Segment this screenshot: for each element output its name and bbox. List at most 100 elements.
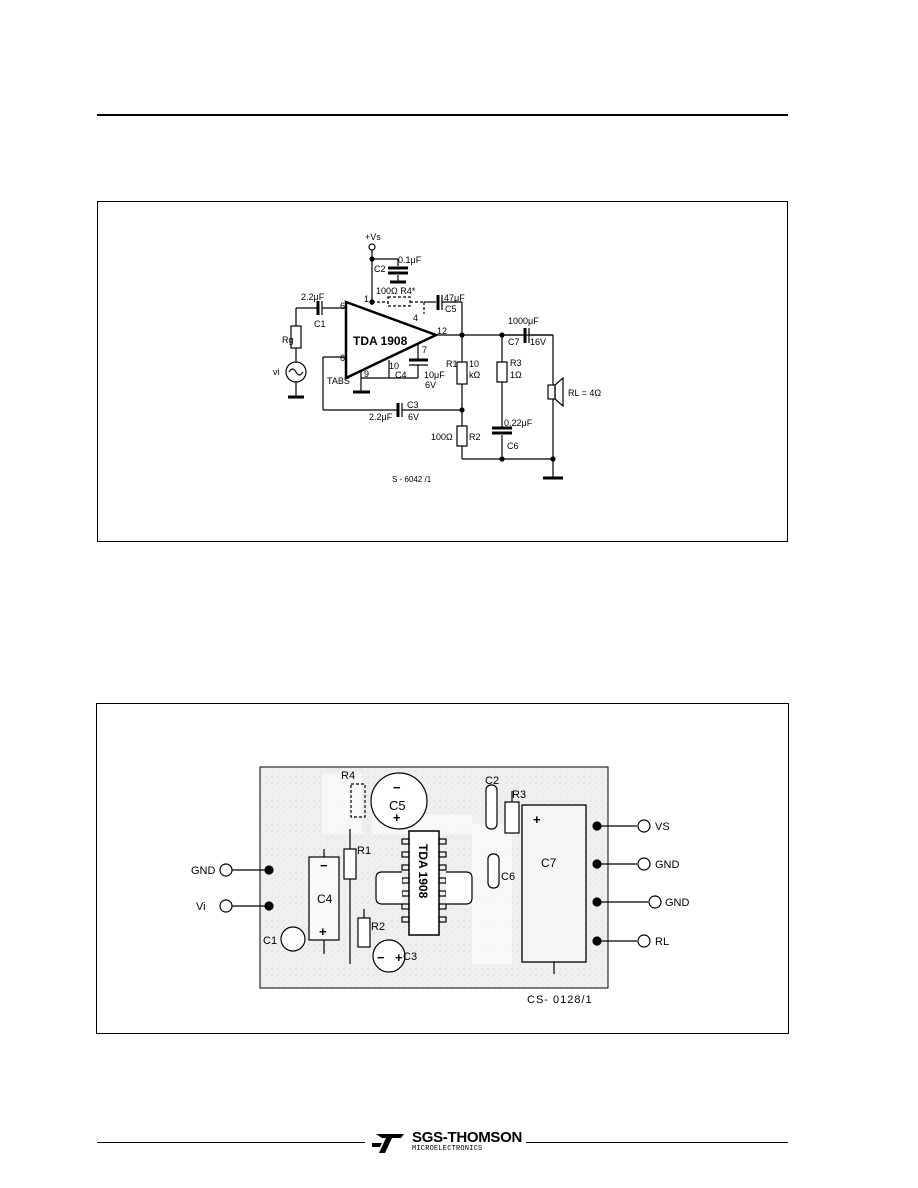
r4-resistor bbox=[387, 296, 411, 307]
pin-6-bottom: 6 bbox=[340, 353, 345, 363]
c1-label: C1 bbox=[263, 935, 277, 947]
c6-capacitor bbox=[487, 853, 500, 889]
pad-gnd-right-1 bbox=[592, 859, 602, 869]
pcb-code: CS- 0128/1 bbox=[527, 994, 593, 1006]
c2-label: C2 bbox=[374, 264, 386, 274]
speaker-body bbox=[547, 384, 556, 400]
r1-label: R1 bbox=[357, 845, 371, 857]
terminal-label-gnd-left: GND bbox=[191, 865, 216, 877]
footer-rule-right bbox=[526, 1142, 788, 1143]
pin-6-top: 6 bbox=[340, 301, 345, 311]
brand-subtitle: MICROELECTRONICS bbox=[412, 1145, 483, 1153]
r3-label: R3 bbox=[512, 789, 526, 801]
tabs-label: TABS bbox=[327, 376, 350, 386]
pin-7: 7 bbox=[422, 345, 427, 355]
pad-vs bbox=[592, 821, 602, 831]
pin-1: 1 bbox=[364, 294, 369, 304]
c3-label: C3 bbox=[407, 400, 419, 410]
c3-label: C3 bbox=[403, 951, 417, 963]
footer-rule-left bbox=[97, 1142, 365, 1143]
ic-tab-right bbox=[446, 871, 473, 905]
c5-label: C5 bbox=[389, 798, 406, 813]
st-logo-icon bbox=[372, 1134, 404, 1153]
c4-capacitor bbox=[308, 856, 340, 941]
schematic-figure: +Vs C2 0.1μF 100Ω R4* 47μF C5 2.2μF C1 T… bbox=[97, 201, 788, 542]
r4-label: 100Ω R4* bbox=[376, 286, 416, 296]
pcb-layout: − + − + + − + R4 C5 C2 R3 R1 TDA 1908 C6… bbox=[191, 766, 690, 1006]
c2-value: 0.1μF bbox=[398, 255, 422, 265]
c4-value: 10μF bbox=[424, 370, 445, 380]
supply-label: +Vs bbox=[365, 232, 381, 242]
r2-resistor bbox=[357, 917, 371, 948]
terminal-label-vs: VS bbox=[655, 821, 670, 833]
r3-resistor bbox=[504, 801, 520, 834]
ic-tab-left bbox=[375, 871, 402, 905]
c7-value: 1000μF bbox=[508, 316, 539, 326]
terminal-gnd-right-2 bbox=[648, 895, 662, 909]
c7-voltage: 16V bbox=[530, 337, 546, 347]
pad-gnd-left bbox=[264, 865, 274, 875]
tda1908-amplifier bbox=[344, 300, 440, 380]
c7-label: C7 bbox=[541, 856, 557, 870]
c1-value: 2.2μF bbox=[301, 292, 325, 302]
c4-label: C4 bbox=[317, 892, 333, 906]
c2-label: C2 bbox=[485, 775, 499, 787]
terminal-gnd-left bbox=[219, 863, 233, 877]
c4-label: C4 bbox=[395, 370, 407, 380]
ic-pins-left bbox=[401, 838, 447, 923]
pin-9: 9 bbox=[364, 369, 369, 379]
c2-capacitor bbox=[485, 784, 498, 830]
c1-capacitor bbox=[280, 926, 306, 952]
terminal-label-gnd-1: GND bbox=[655, 859, 680, 871]
pin-12: 12 bbox=[437, 326, 447, 336]
c7-label: C7 bbox=[508, 337, 520, 347]
schematic-code: S - 6042 /1 bbox=[392, 475, 432, 484]
svg-text:−: − bbox=[393, 780, 401, 795]
schematic-diagram: +Vs C2 0.1μF 100Ω R4* 47μF C5 2.2μF C1 T… bbox=[273, 232, 601, 484]
c4-voltage: 6V bbox=[425, 380, 436, 390]
rg-label: Rg bbox=[282, 335, 294, 345]
pad-gnd-right-2 bbox=[592, 897, 602, 907]
r4-resistor bbox=[350, 783, 366, 818]
c5-capacitor bbox=[370, 772, 428, 830]
terminal-label-vi: Vi bbox=[196, 901, 206, 913]
ic-label: TDA 1908 bbox=[353, 334, 408, 348]
vi-label: vi bbox=[273, 367, 280, 377]
c3-capacitor bbox=[372, 939, 406, 973]
pad-rl bbox=[592, 936, 602, 946]
r1-label: R1 bbox=[446, 359, 458, 369]
terminal-vs bbox=[637, 819, 651, 833]
terminal-vi bbox=[219, 899, 233, 913]
r2-value: 100Ω bbox=[431, 432, 453, 442]
svg-text:+: + bbox=[319, 924, 327, 939]
c7-capacitor bbox=[521, 804, 587, 963]
svg-text:+: + bbox=[393, 810, 401, 825]
c3-voltage: 6V bbox=[408, 412, 419, 422]
svg-text:−: − bbox=[377, 950, 385, 965]
terminal-gnd-right-1 bbox=[637, 857, 651, 871]
speaker-cone bbox=[554, 376, 564, 408]
svg-text:+: + bbox=[395, 950, 403, 965]
c1-label: C1 bbox=[314, 319, 326, 329]
r3-label: R3 bbox=[510, 358, 522, 368]
brand-name: SGS-THOMSON bbox=[412, 1129, 523, 1146]
r4-label: R4 bbox=[341, 770, 355, 782]
r2-label: R2 bbox=[469, 432, 481, 442]
c6-label: C6 bbox=[501, 871, 515, 883]
pin-4: 4 bbox=[413, 313, 418, 323]
svg-text:−: − bbox=[320, 858, 328, 873]
supply-terminal bbox=[368, 243, 376, 251]
terminal-label-rl: RL bbox=[655, 936, 669, 948]
c5-value: 47μF bbox=[444, 293, 465, 303]
top-rule bbox=[97, 114, 788, 116]
r2-label: R2 bbox=[371, 921, 385, 933]
r1-resistor bbox=[343, 848, 357, 880]
r1-value-2: kΩ bbox=[469, 370, 481, 380]
c6-label: C6 bbox=[507, 441, 519, 451]
c5-label: C5 bbox=[445, 304, 457, 314]
r2-resistor bbox=[456, 425, 468, 447]
terminal-rl bbox=[637, 934, 651, 948]
ic-label: TDA 1908 bbox=[416, 844, 430, 899]
terminal-label-gnd-2: GND bbox=[665, 897, 690, 909]
r3-value: 1Ω bbox=[510, 370, 522, 380]
